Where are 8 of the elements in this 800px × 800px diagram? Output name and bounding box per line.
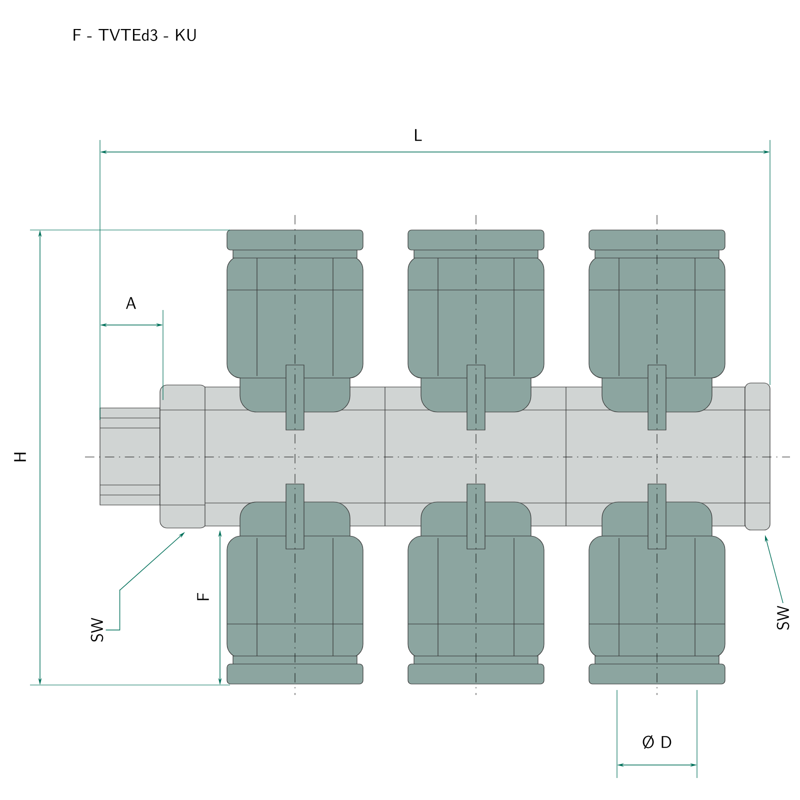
dimension-label: F <box>197 593 209 600</box>
dimension-label: L <box>415 129 422 141</box>
leader-label: SW <box>90 618 104 642</box>
dimension-label: Ø D <box>642 735 672 749</box>
dimension-label: H <box>14 452 26 462</box>
leader-label: SW <box>776 606 790 630</box>
title: F - TVTEd3 - KU <box>74 28 196 42</box>
dimension-label: A <box>126 297 136 309</box>
